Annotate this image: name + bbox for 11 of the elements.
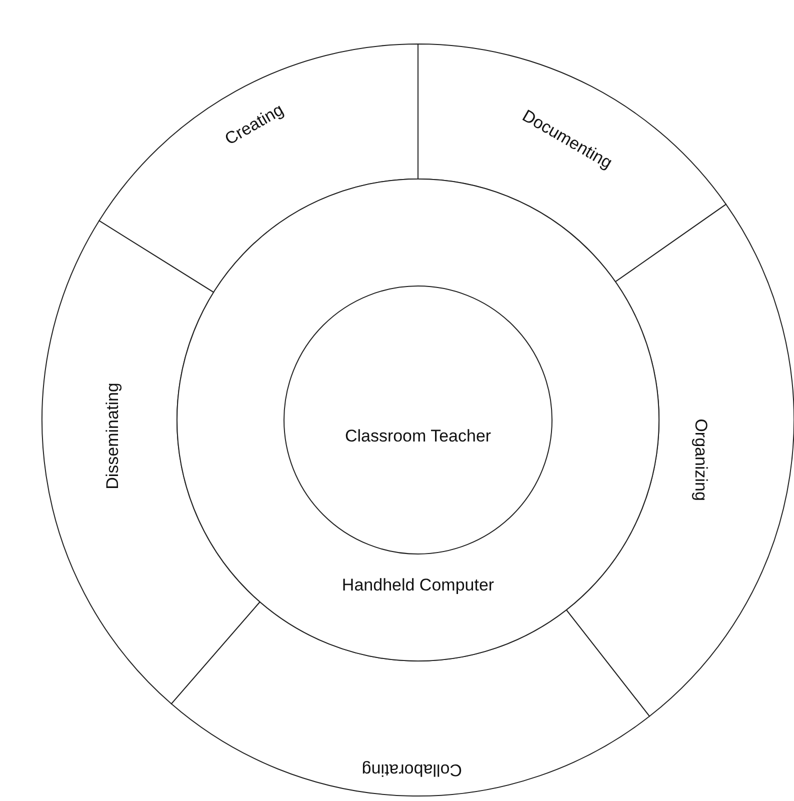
- segment-label: Organizing: [692, 418, 711, 501]
- ring-segment: [98, 44, 418, 293]
- segment-label: Collaborating: [362, 760, 462, 780]
- circle-label: Classroom Teacher: [344, 426, 492, 446]
- segment-label: Disseminating: [102, 382, 122, 490]
- ring-segment: [566, 204, 794, 717]
- ring-segment: [418, 44, 726, 282]
- circle: [284, 286, 552, 554]
- circle-label: Handheld Computer: [342, 576, 494, 594]
- ring-segment: [42, 220, 260, 704]
- ring-segment: [170, 601, 650, 796]
